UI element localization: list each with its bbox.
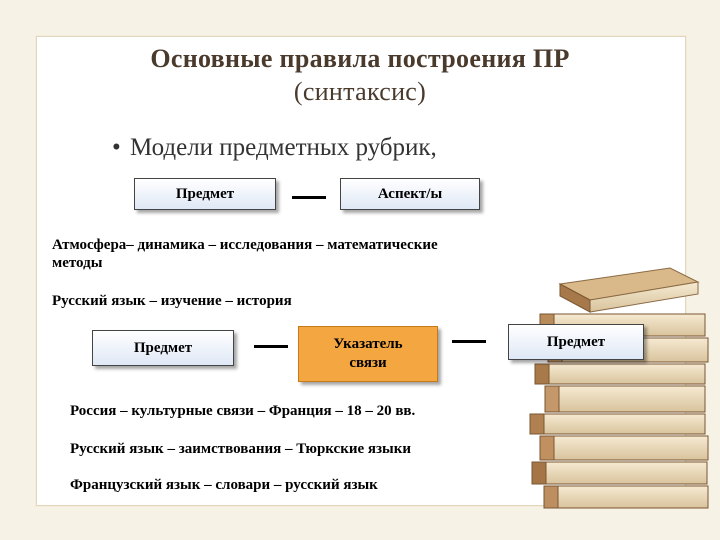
model2-dash-2 <box>452 340 486 343</box>
example-line-4: Русский язык – заимствования – Тюркские … <box>70 441 412 457</box>
link-box-line1: Указатель <box>333 336 403 352</box>
title-line1: Основные правила построения ПР <box>150 44 570 73</box>
bullet-item: • Модели предметных рубрик, <box>112 134 437 162</box>
bullet-dot: • <box>112 134 121 161</box>
bullet-text: Модели предметных рубрик, <box>130 134 437 161</box>
model1-subject-box: Предмет <box>134 178 276 210</box>
model2-link-box: Указатель связи <box>298 326 438 382</box>
example-line-1: Атмосфера– динамика – исследования – мат… <box>52 236 438 272</box>
model2-object-box: Предмет <box>508 324 644 360</box>
book-stack-icon <box>529 267 709 509</box>
model1-aspect-box: Аспект/ы <box>340 178 480 210</box>
example-line-2: Русский язык – изучение – история <box>52 293 292 309</box>
example-line-1b: методы <box>52 255 103 271</box>
example-line-5: Французский язык – словари – русский язы… <box>70 477 378 493</box>
example-line-1a: Атмосфера– динамика – исследования – мат… <box>52 237 438 253</box>
example-line-3: Россия – культурные связи – Франция – 18… <box>70 403 416 419</box>
slide-title: Основные правила построения ПР (синтакси… <box>0 42 720 108</box>
link-box-line2: связи <box>349 355 387 371</box>
model2-dash-1 <box>254 345 288 348</box>
model1-dash <box>292 196 326 199</box>
title-line2: (синтаксис) <box>293 77 427 106</box>
model2-subject-box: Предмет <box>92 330 234 366</box>
